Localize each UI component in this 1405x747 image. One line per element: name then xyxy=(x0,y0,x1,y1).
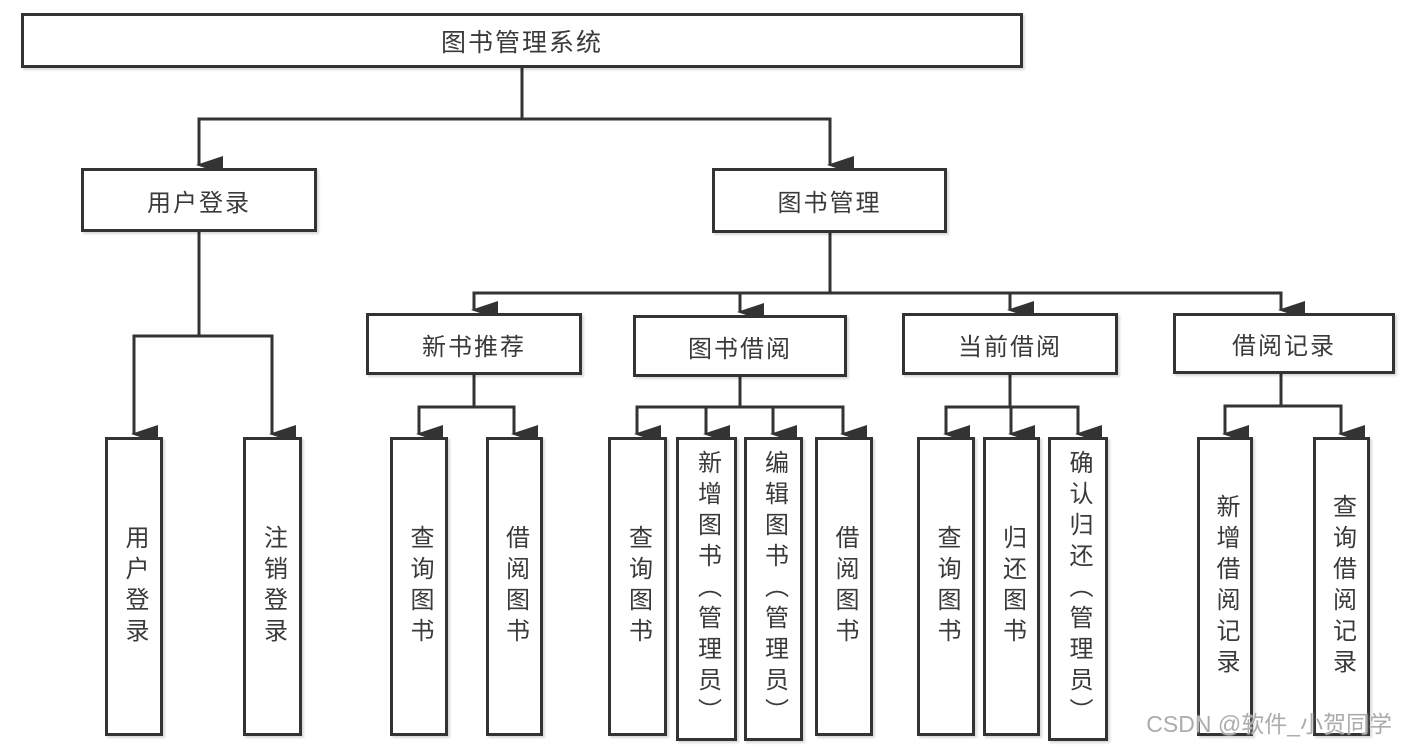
leaf-query-books-borrow: 查询图书 xyxy=(608,437,667,736)
node-user-login-label: 用户登录 xyxy=(147,189,251,217)
leaf-confirm-return-admin-label: 确认归还（管理员） xyxy=(1065,449,1092,729)
node-borrow-records: 借阅记录 xyxy=(1173,313,1395,374)
leaf-logout-label: 注销登录 xyxy=(259,524,287,649)
node-current-borrow-label: 当前借阅 xyxy=(958,333,1062,361)
leaf-confirm-return-admin: 确认归还（管理员） xyxy=(1048,437,1108,741)
leaf-edit-books-admin-label: 编辑图书（管理员） xyxy=(760,449,788,729)
watermark: CSDN @软件_小贺同学 xyxy=(1146,711,1392,737)
leaf-add-books-admin-label: 新增图书（管理员） xyxy=(693,449,721,729)
node-borrow-records-label: 借阅记录 xyxy=(1232,333,1336,360)
node-book-management: 图书管理 xyxy=(712,168,947,233)
leaf-add-books-admin: 新增图书（管理员） xyxy=(676,437,737,741)
node-book-borrow: 图书借阅 xyxy=(633,315,847,377)
leaf-user-login-label: 用户登录 xyxy=(121,524,148,649)
leaf-query-books-recommend-label: 查询图书 xyxy=(406,524,433,649)
leaf-borrow-books: 借阅图书 xyxy=(815,437,873,736)
node-new-book-recommend-label: 新书推荐 xyxy=(422,333,526,361)
leaf-query-borrow-record-label: 查询借阅记录 xyxy=(1328,493,1356,680)
leaf-return-books-label: 归还图书 xyxy=(998,524,1026,649)
leaf-borrow-books-label: 借阅图书 xyxy=(831,524,858,649)
leaf-query-books-borrow-label: 查询图书 xyxy=(624,524,652,649)
leaf-add-borrow-record: 新增借阅记录 xyxy=(1197,437,1253,736)
leaf-return-books: 归还图书 xyxy=(983,437,1040,736)
leaf-query-borrow-record: 查询借阅记录 xyxy=(1313,437,1370,736)
node-new-book-recommend: 新书推荐 xyxy=(366,313,582,375)
node-user-login: 用户登录 xyxy=(81,168,317,232)
leaf-borrow-books-recommend-label: 借阅图书 xyxy=(501,524,529,649)
leaf-add-borrow-record-label: 新增借阅记录 xyxy=(1212,493,1239,680)
node-library-system: 图书管理系统 xyxy=(21,13,1023,68)
leaf-query-books-current: 查询图书 xyxy=(917,437,975,736)
leaf-query-books-current-label: 查询图书 xyxy=(933,524,960,649)
node-book-management-label: 图书管理 xyxy=(777,190,882,217)
leaf-borrow-books-recommend: 借阅图书 xyxy=(486,437,543,736)
leaf-logout: 注销登录 xyxy=(243,437,302,736)
leaf-query-books-recommend: 查询图书 xyxy=(390,437,448,736)
node-book-borrow-label: 图书借阅 xyxy=(688,335,792,363)
leaf-user-login: 用户登录 xyxy=(105,437,163,736)
node-current-borrow: 当前借阅 xyxy=(902,313,1118,375)
node-library-system-label: 图书管理系统 xyxy=(440,28,603,57)
leaf-edit-books-admin: 编辑图书（管理员） xyxy=(744,437,803,741)
